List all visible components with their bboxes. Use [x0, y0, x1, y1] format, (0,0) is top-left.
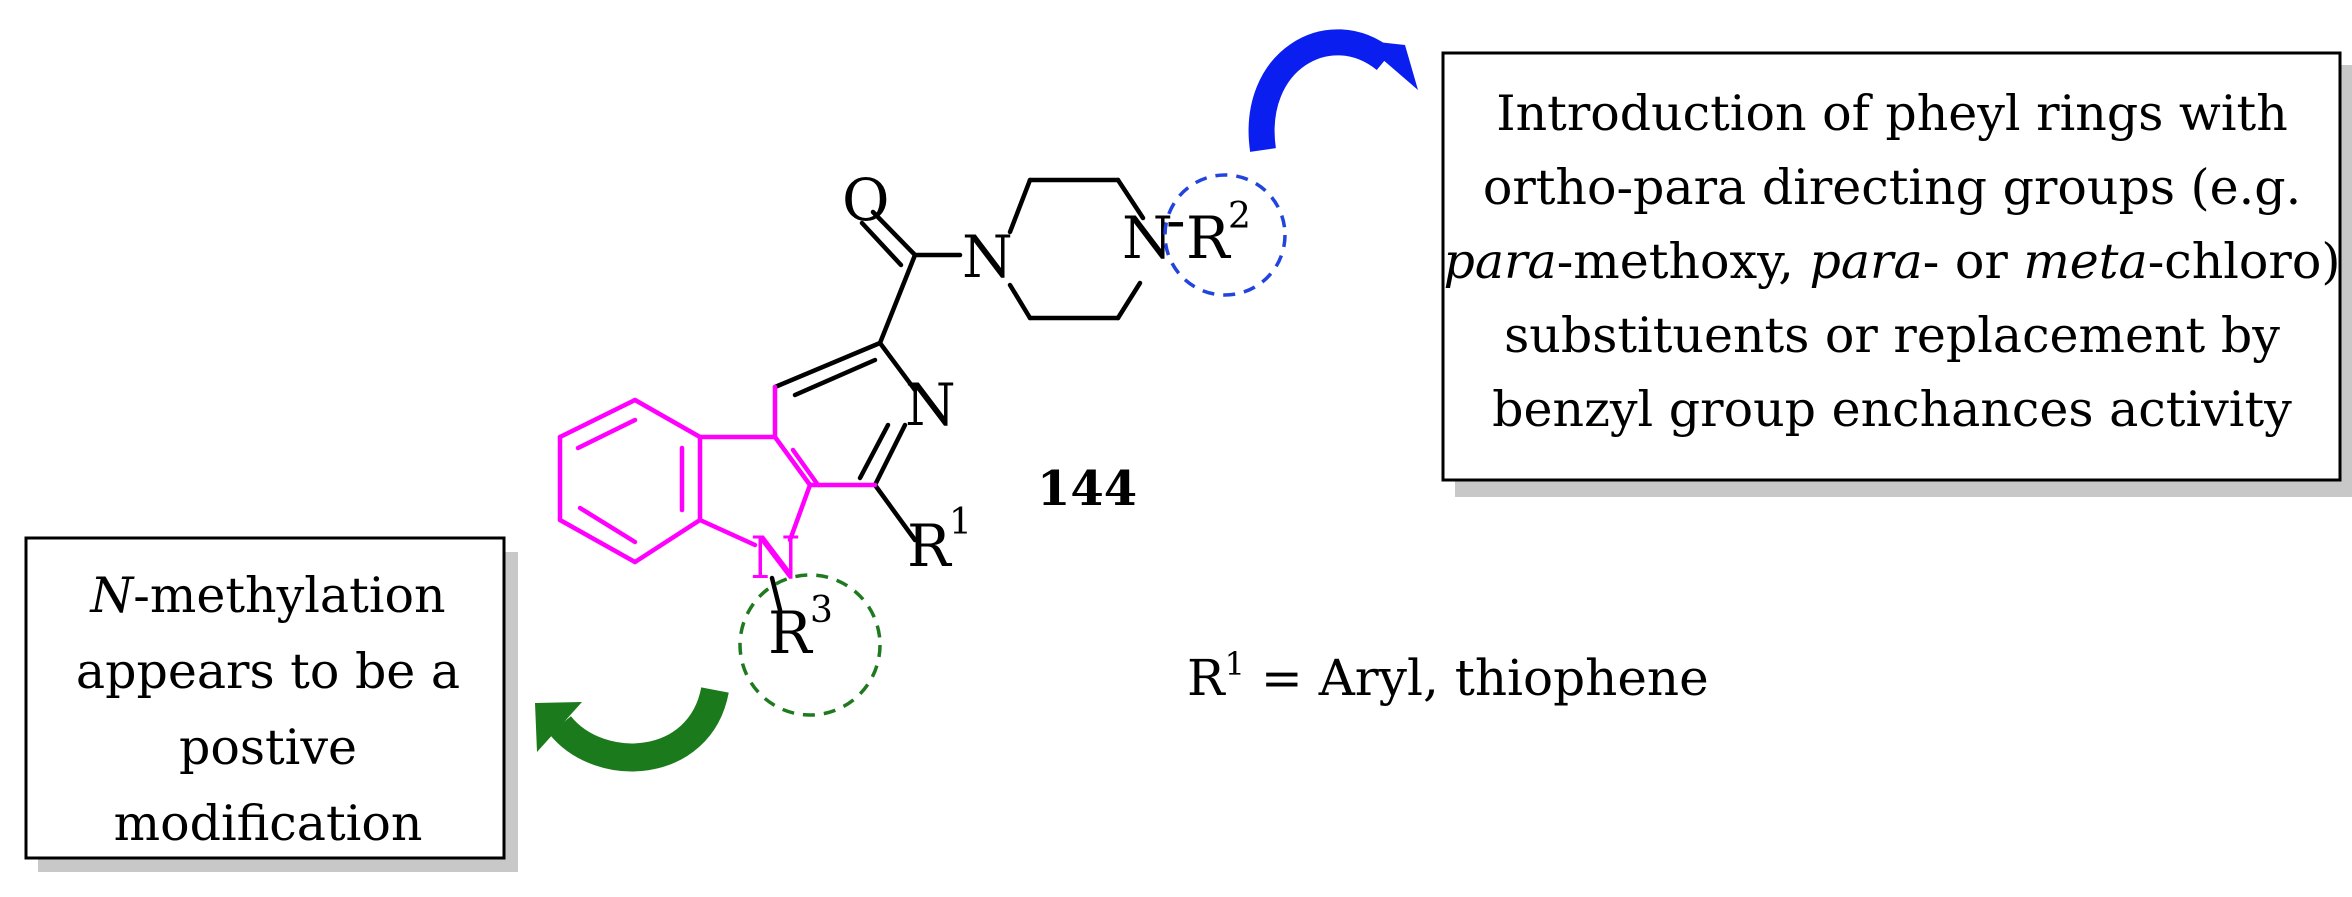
r3-label: R [768, 599, 814, 667]
amide-nitrogen-atom: N [962, 223, 1013, 291]
r2-bond-dash: - [1166, 186, 1186, 254]
compound-number: 144 [1037, 461, 1137, 517]
right-box-line-3-text-b: - or [1923, 233, 2024, 290]
r2-superscript: 2 [1228, 196, 1251, 237]
left-box-frame [24, 536, 506, 860]
r3-modification-arrow [535, 686, 729, 772]
black-bonds [769, 177, 1146, 613]
r1-definition: R1 = Aryl, thiophene [1187, 645, 1709, 707]
r3-superscript: 3 [810, 590, 833, 631]
r2-highlight-circle [1163, 173, 1287, 297]
right-box-line-5: benzyl group enchances activity [1492, 381, 2292, 438]
r1-definition-symbol: R [1187, 649, 1226, 707]
r1-superscript: 1 [949, 502, 972, 543]
piperazine-nitrogen-atom: N [1122, 204, 1173, 272]
right-annotation-box: Introduction of pheyl rings with ortho-p… [1441, 51, 2352, 497]
right-box-line-1: Introduction of pheyl rings with [1496, 85, 2288, 142]
r2-modification-arrow [1248, 29, 1418, 152]
right-box-line-3-text-a: -methoxy, [1557, 233, 1810, 290]
r3-arrowhead-icon [535, 702, 582, 752]
right-box-line-3-text-c: -chloro) [2148, 233, 2341, 290]
right-box-line-4: substituents or replacement by [1504, 307, 2280, 364]
left-box-line-1-italic: N [89, 567, 135, 624]
r2-label: R [1186, 204, 1232, 272]
pyridine-nitrogen-atom: N [905, 371, 956, 439]
right-box-frame [1441, 51, 2342, 482]
left-box-line-2: appears to be a [76, 643, 460, 700]
r1-definition-text: R1 = Aryl, thiophene [1187, 645, 1709, 707]
left-annotation-box: N-methylation appears to be a postive mo… [24, 536, 518, 872]
carboline-core [557, 384, 878, 565]
oxygen-atom: O [842, 166, 890, 234]
r1-label: R [907, 512, 953, 580]
left-box-line-3: postive [179, 719, 357, 776]
r1-definition-value: = Aryl, thiophene [1245, 649, 1709, 707]
indole-nitrogen-atom: N [750, 524, 801, 592]
right-box-line-3-italic-c: meta [2023, 233, 2147, 290]
left-box-line-1-text: -methylation [133, 567, 445, 624]
right-box-line-3: para-methoxy, para- or meta-chloro) [1444, 233, 2341, 290]
r2-arrowhead-icon [1360, 40, 1418, 90]
left-box-line-4: modification [114, 795, 423, 852]
right-box-line-3-italic-b: para [1809, 233, 1922, 290]
r1-definition-sup: 1 [1225, 645, 1245, 683]
r3-highlight-circle [738, 573, 882, 717]
right-box-line-3-italic-a: para [1444, 233, 1557, 290]
atom-labels: O N N N N - R 2 R 1 R 3 144 [750, 166, 1251, 667]
left-box-line-1: N-methylation [89, 567, 445, 624]
right-box-line-2: ortho-para directing groups (e.g. [1483, 159, 2301, 216]
